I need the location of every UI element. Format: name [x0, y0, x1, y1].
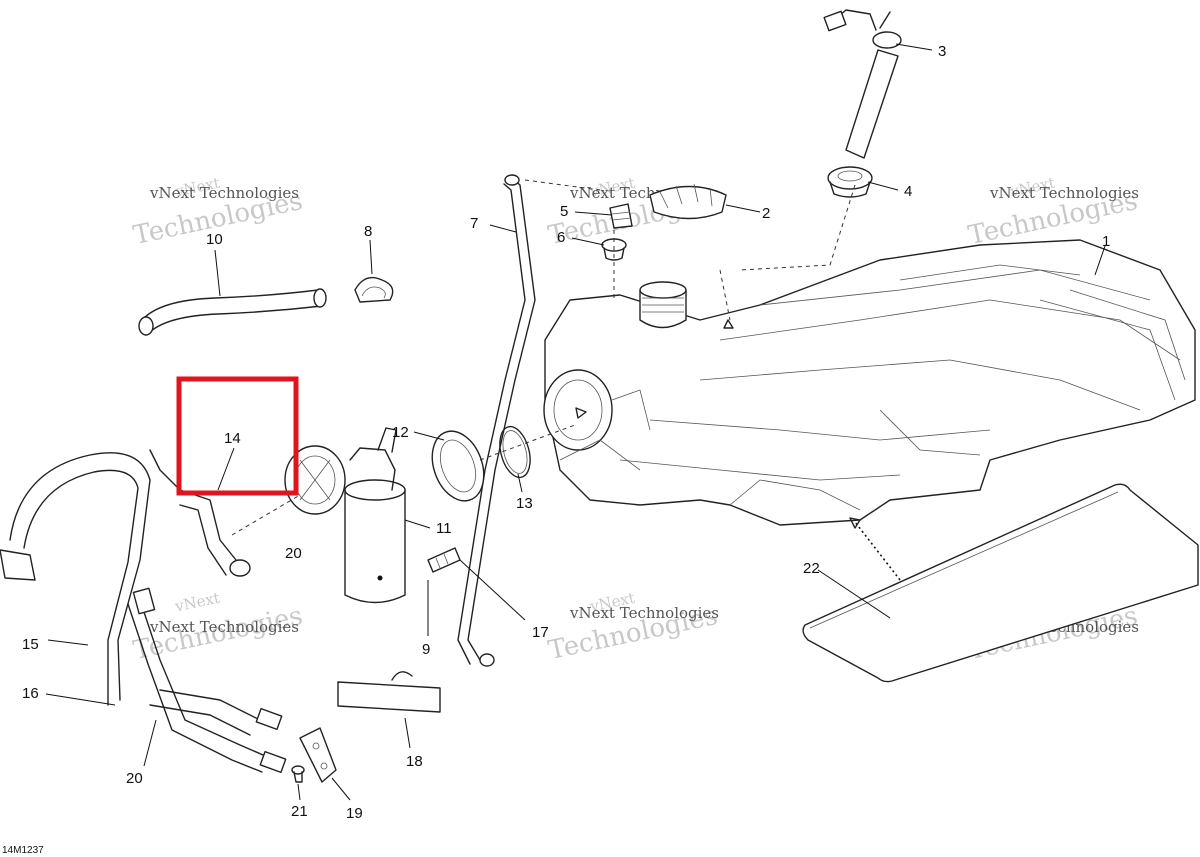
callout-17: 17 — [532, 624, 549, 641]
sender-grommet — [827, 166, 873, 198]
watermark-caption-bottom-left: vNext Technologies — [149, 618, 299, 636]
callout-14: 14 — [224, 430, 241, 447]
callout-18: 18 — [406, 753, 423, 770]
connector-hose-14 — [179, 489, 251, 577]
fitting-17 — [427, 547, 461, 573]
callout-10: 10 — [206, 231, 223, 248]
leader-lines — [45, 43, 1106, 801]
callout-7: 7 — [470, 215, 478, 232]
seal-6 — [601, 238, 627, 261]
callout-5: 5 — [560, 203, 568, 220]
callout-13: 13 — [516, 495, 533, 512]
watermark-line1: vNext — [173, 589, 222, 616]
filter-18 — [337, 671, 441, 713]
fitting-5 — [609, 203, 633, 229]
alignment-lines — [231, 179, 901, 581]
watermark-top-right: vNext Technologies — [966, 174, 1141, 251]
callout-20-lower: 20 — [126, 770, 143, 787]
callout-21: 21 — [291, 803, 308, 820]
callout-3: 3 — [938, 43, 946, 60]
callout-1: 1 — [1102, 233, 1110, 250]
watermark-caption-top-right: vNext Technologies — [989, 184, 1139, 202]
fuel-cap — [649, 183, 727, 220]
hose-10 — [138, 288, 327, 336]
highlight-box-part-14 — [176, 376, 299, 496]
lock-ring — [431, 430, 485, 502]
callout-12: 12 — [392, 424, 409, 441]
bracket-19 — [299, 727, 337, 783]
watermark-caption-top-left: vNext Technologies — [149, 184, 299, 202]
hose-clamp-8 — [354, 276, 394, 303]
callout-22: 22 — [803, 560, 820, 577]
callout-2: 2 — [762, 205, 770, 222]
callout-9: 9 — [422, 641, 430, 658]
callout-11: 11 — [436, 520, 452, 537]
fuel-tank — [543, 239, 1196, 526]
callout-16: 16 — [22, 685, 39, 702]
callout-6: 6 — [557, 229, 565, 246]
fuel-pump — [284, 427, 406, 604]
fuel-sender — [823, 9, 902, 159]
callout-15: 15 — [22, 636, 39, 653]
o-ring — [499, 425, 531, 479]
callout-19: 19 — [346, 805, 363, 822]
tank-pad — [802, 483, 1199, 683]
callout-20-upper: 20 — [285, 545, 302, 562]
callout-4: 4 — [904, 183, 912, 200]
fuel-line-15 — [0, 449, 181, 706]
vent-tube — [457, 174, 536, 667]
screw-21 — [291, 765, 305, 783]
diagram-code: 14M1237 — [2, 845, 44, 856]
callout-8: 8 — [364, 223, 372, 240]
fuel-line-16 — [127, 587, 287, 774]
watermark-caption-bottom-center: vNext Technologies — [569, 604, 719, 622]
